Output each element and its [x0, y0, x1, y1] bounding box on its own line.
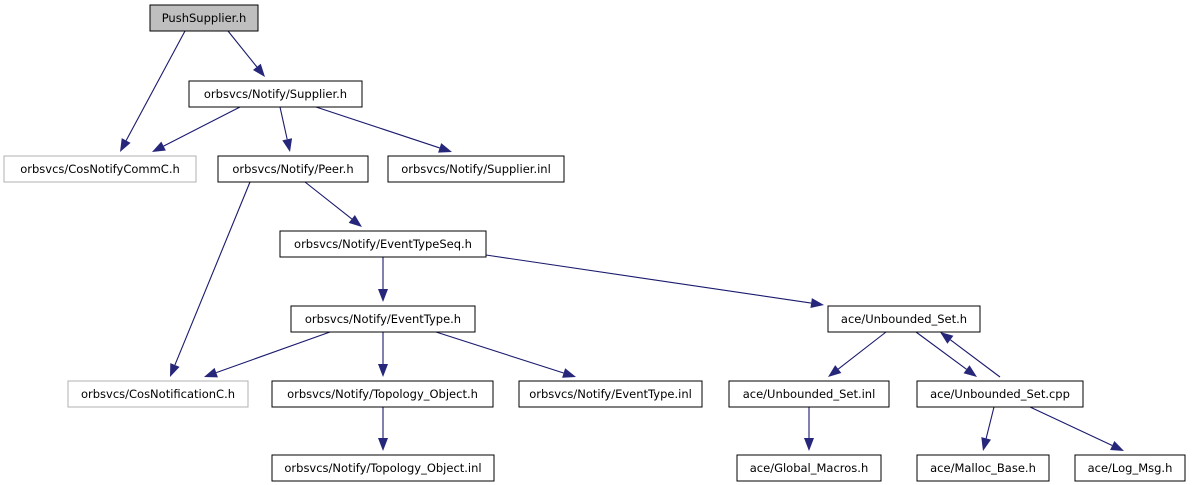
graph-node-event-type-h[interactable]: orbsvcs/Notify/EventType.h [290, 305, 476, 333]
edge-line [315, 106, 440, 149]
graph-edge [279, 106, 293, 152]
graph-edge [828, 331, 887, 377]
edge-arrowhead [282, 138, 293, 152]
graph-edge [378, 332, 388, 377]
edge-line [163, 106, 241, 147]
edge-arrowhead [152, 141, 166, 152]
node-box[interactable] [188, 80, 363, 108]
graph-node-cos-notification-c-h[interactable]: orbsvcs/CosNotificationC.h [67, 380, 249, 408]
graph-edge [1029, 406, 1124, 451]
edge-arrowhead [828, 365, 842, 377]
node-box[interactable] [149, 4, 259, 32]
node-box[interactable] [3, 155, 197, 183]
edge-line [985, 406, 995, 439]
graph-edge [304, 181, 362, 227]
graph-node-notify-supplier-h[interactable]: orbsvcs/Notify/Supplier.h [188, 80, 363, 108]
edge-arrowhead [810, 298, 824, 309]
graph-node-unbounded-set-inl[interactable]: ace/Unbounded_Set.inl [728, 380, 890, 408]
node-box[interactable] [1074, 454, 1186, 482]
edge-line [216, 331, 331, 374]
edge-line [304, 181, 353, 220]
edge-arrowhead [170, 363, 180, 377]
edge-line [915, 331, 967, 370]
edge-arrowhead [963, 365, 977, 377]
edge-arrowhead [252, 63, 265, 77]
edge-line [279, 106, 288, 140]
graph-node-topology-object-h[interactable]: orbsvcs/Notify/Topology_Object.h [271, 380, 494, 408]
edge-arrowhead [1110, 440, 1124, 451]
edge-arrowhead [562, 368, 576, 378]
edge-arrowhead [981, 437, 991, 451]
node-box[interactable] [728, 380, 890, 408]
edge-line [174, 181, 251, 366]
node-box[interactable] [271, 380, 494, 408]
node-box[interactable] [518, 380, 703, 408]
node-box[interactable] [271, 454, 495, 482]
node-box[interactable] [916, 380, 1084, 408]
edge-arrowhead [378, 364, 388, 377]
edge-line [435, 331, 564, 374]
node-box[interactable] [387, 155, 565, 183]
graph-edge [120, 30, 186, 152]
graph-edge [915, 331, 977, 377]
edge-arrowhead [348, 215, 362, 227]
edge-arrowhead [120, 138, 131, 152]
graph-node-unbounded-set-cpp[interactable]: ace/Unbounded_Set.cpp [916, 380, 1084, 408]
edge-layer [120, 30, 1124, 451]
node-box[interactable] [827, 305, 981, 333]
node-layer: PushSupplier.h orbsvcs/Notify/Supplier.h o… [3, 4, 1186, 482]
edge-arrowhead [438, 143, 452, 153]
node-box[interactable] [279, 230, 487, 258]
node-box[interactable] [736, 454, 882, 482]
graph-edge [204, 331, 331, 378]
graph-node-event-type-seq-h[interactable]: orbsvcs/Notify/EventTypeSeq.h [279, 230, 487, 258]
graph-edge [378, 257, 388, 302]
graph-edge [170, 181, 251, 377]
graph-edge [940, 332, 1001, 378]
edge-arrowhead [940, 332, 954, 344]
edge-line [485, 254, 812, 304]
edge-line [837, 331, 887, 370]
graph-node-log-msg-h[interactable]: ace/Log_Msg.h [1074, 454, 1186, 482]
graph-edge [315, 106, 452, 153]
edge-arrowhead [378, 438, 388, 451]
edge-line [1029, 406, 1113, 446]
graph-edge [485, 254, 824, 309]
graph-node-event-type-inl[interactable]: orbsvcs/Notify/EventType.inl [518, 380, 703, 408]
edge-arrowhead [804, 438, 814, 451]
graph-node-unbounded-set-h[interactable]: ace/Unbounded_Set.h [827, 305, 981, 333]
edge-line [125, 30, 186, 141]
graph-edge [227, 30, 265, 77]
graph-node-topology-object-inl[interactable]: orbsvcs/Notify/Topology_Object.inl [271, 454, 495, 482]
graph-edge [804, 407, 814, 451]
graph-node-notify-supplier-inl[interactable]: orbsvcs/Notify/Supplier.inl [387, 155, 565, 183]
node-box[interactable] [290, 305, 476, 333]
node-box[interactable] [67, 380, 249, 408]
edge-line [227, 30, 258, 68]
graph-node-cos-notify-comm-c-h[interactable]: orbsvcs/CosNotifyCommC.h [3, 155, 197, 183]
graph-edge [152, 106, 241, 152]
graph-edge [435, 331, 576, 378]
graph-edge [981, 406, 995, 451]
graph-node-push-supplier-h[interactable]: PushSupplier.h [149, 4, 259, 32]
node-box[interactable] [217, 155, 369, 183]
edge-arrowhead [378, 289, 388, 302]
edge-line [950, 339, 1001, 378]
node-box[interactable] [916, 454, 1050, 482]
graph-edge [378, 407, 388, 451]
edge-arrowhead [204, 367, 218, 378]
graph-node-global-macros-h[interactable]: ace/Global_Macros.h [736, 454, 882, 482]
graph-node-malloc-base-h[interactable]: ace/Malloc_Base.h [916, 454, 1050, 482]
graph-node-notify-peer-h[interactable]: orbsvcs/Notify/Peer.h [217, 155, 369, 183]
